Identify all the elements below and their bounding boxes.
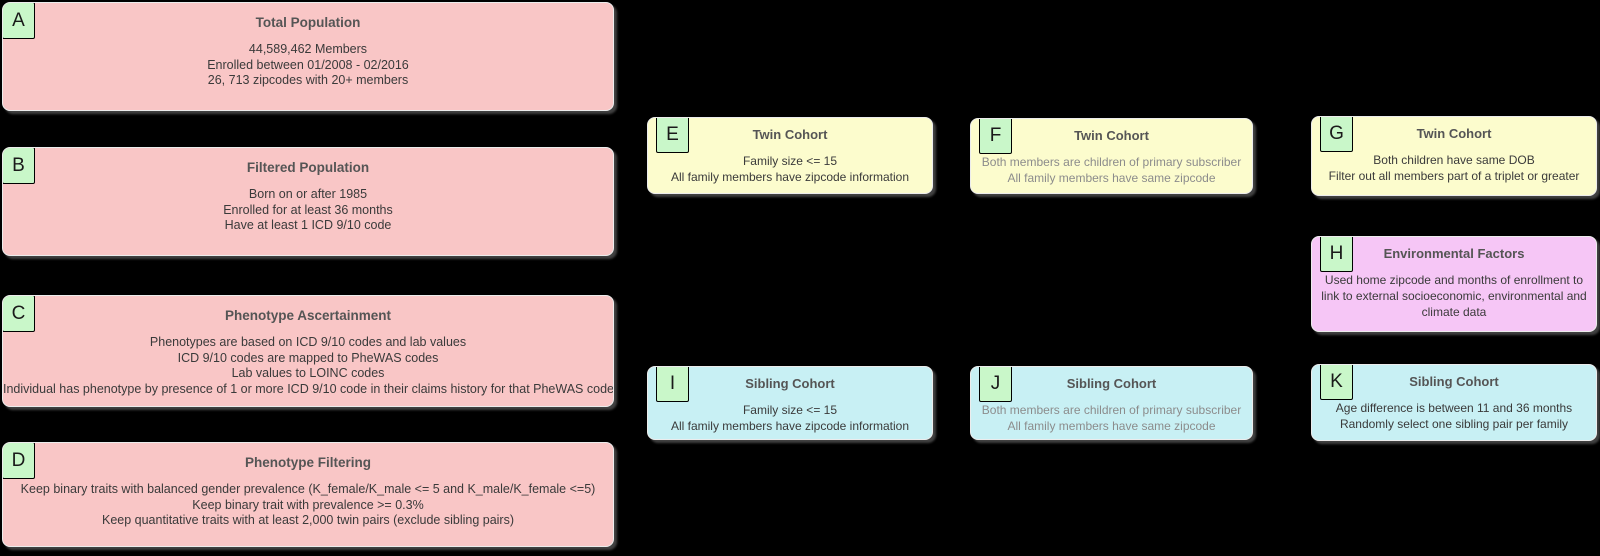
node-letter-badge-f: F — [979, 119, 1012, 154]
twin-cohort-3-line-2: Filter out all members part of a triplet… — [1328, 169, 1580, 183]
environmental-factors-line-3: climate data — [1421, 305, 1487, 319]
twin-cohort-2-line-2: All family members have same zipcode — [1007, 171, 1216, 185]
phenotype-ascertainment-line-4: Individual has phenotype by presence of … — [3, 381, 614, 396]
node-letter-badge-e: E — [656, 118, 689, 153]
node-letter-badge-k: K — [1320, 365, 1353, 400]
node-letter-badge-j: J — [979, 367, 1012, 402]
twin-cohort-3-title: Twin Cohort — [1416, 126, 1492, 141]
node-letter-badge-b: B — [3, 148, 35, 184]
node-letter-badge-i: I — [656, 367, 689, 402]
sibling-cohort-3-line-1: Age difference is between 11 and 36 mont… — [1335, 401, 1573, 415]
twin-cohort-2-line-1: Both members are children of primary sub… — [981, 155, 1242, 169]
filtered-population-line-1: Born on or after 1985 — [248, 187, 368, 201]
sibling-cohort-1-line-2: All family members have zipcode informat… — [670, 419, 910, 433]
sibling-cohort-2-title: Sibling Cohort — [1066, 376, 1157, 391]
environmental-factors-title: Environmental Factors — [1383, 246, 1525, 261]
phenotype-ascertainment-line-3: Lab values to LOINC codes — [231, 366, 385, 380]
phenotype-filtering-line-2: Keep binary trait with prevalence >= 0.3… — [192, 497, 424, 512]
phenotype-ascertainment-title: Phenotype Ascertainment — [224, 308, 392, 323]
twin-cohort-1-line-1: Family size <= 15 — [742, 154, 838, 168]
sibling-cohort-2-line-1: Both members are children of primary sub… — [981, 403, 1242, 417]
total-population-title: Total Population — [255, 15, 361, 30]
phenotype-filtering-line-1: Keep binary traits with balanced gender … — [20, 482, 596, 496]
twin-cohort-1-line-2: All family members have zipcode informat… — [670, 170, 910, 184]
sibling-cohort-1-line-1: Family size <= 15 — [742, 403, 838, 417]
environmental-factors-line-1: Used home zipcode and months of enrollme… — [1324, 273, 1584, 287]
total-population-line-2: Enrolled between 01/2008 - 02/2016 — [207, 57, 409, 72]
sibling-cohort-1-title: Sibling Cohort — [745, 376, 835, 391]
environmental-factors-line-2: link to external socioeconomic, environm… — [1321, 289, 1587, 303]
total-population-line-1: 44,589,462 Members — [248, 42, 368, 56]
total-population-line-3: 26, 713 zipcodes with 20+ members — [207, 73, 409, 87]
sibling-cohort-3-line-2: Randomly select one sibling pair per fam… — [1339, 417, 1569, 431]
twin-cohort-3-line-1: Both children have same DOB — [1373, 153, 1535, 167]
filtered-population-title: Filtered Population — [246, 160, 370, 175]
phenotype-filtering-line-3: Keep quantitative traits with at least 2… — [101, 513, 515, 527]
node-letter-badge-c: C — [3, 296, 35, 332]
node-letter-badge-h: H — [1320, 237, 1353, 272]
node-letter-badge-d: D — [3, 443, 35, 479]
phenotype-ascertainment-line-1: Phenotypes are based on ICD 9/10 codes a… — [149, 335, 467, 349]
phenotype-ascertainment-line-2: ICD 9/10 codes are mapped to PheWAS code… — [177, 350, 439, 365]
sibling-cohort-3-title: Sibling Cohort — [1409, 374, 1499, 389]
filtered-population-line-3: Have at least 1 ICD 9/10 code — [224, 218, 392, 232]
phenotype-filtering-title: Phenotype Filtering — [244, 455, 371, 470]
sibling-cohort-2-line-2: All family members have same zipcode — [1007, 419, 1216, 433]
node-letter-badge-g: G — [1320, 117, 1353, 152]
filtered-population-line-2: Enrolled for at least 36 months — [223, 202, 393, 217]
node-letter-badge-a: A — [3, 3, 35, 39]
twin-cohort-1-title: Twin Cohort — [752, 127, 828, 142]
twin-cohort-2-title: Twin Cohort — [1074, 128, 1149, 143]
